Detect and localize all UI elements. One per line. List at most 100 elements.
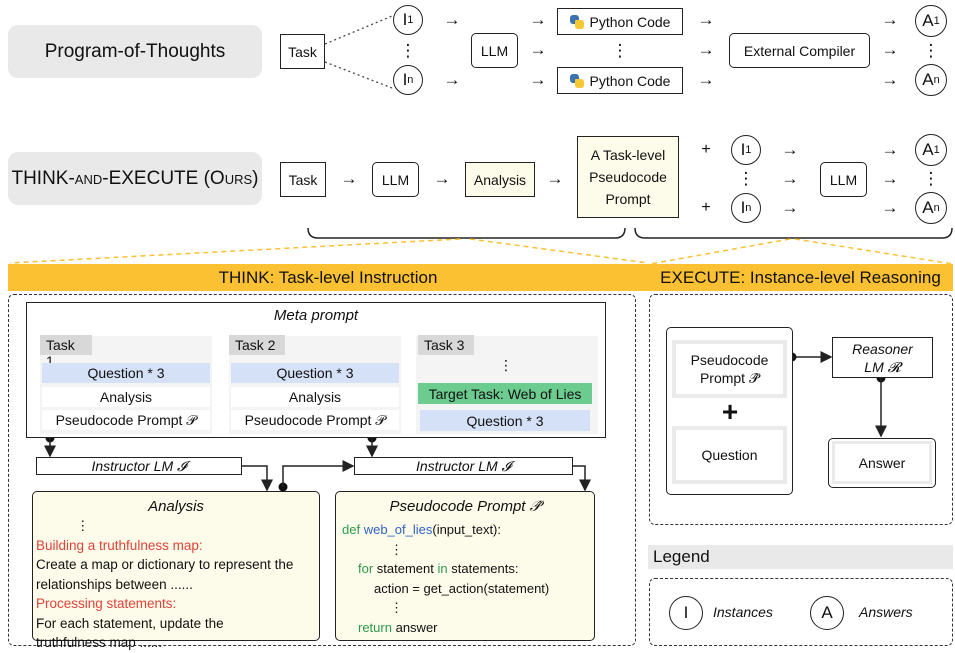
legend-instance-symbol: I — [669, 596, 703, 630]
execute-plus: + — [721, 396, 739, 427]
think-banner: THINK: Task-level Instruction — [8, 264, 648, 291]
pot-external-compiler: External Compiler — [729, 33, 870, 68]
tae-arrow-7: → — [881, 140, 899, 159]
execute-question-box: Question — [672, 426, 787, 484]
execute-pseudocode-line-1: Pseudocode — [690, 352, 769, 368]
tae-answer-n-sub: n — [933, 202, 940, 214]
pseudocode-output-title: Pseudocode Prompt 𝒫̂ — [389, 498, 541, 515]
code-line-action: action = get_action(statement) — [374, 580, 550, 596]
pot-arrow-11: → — [881, 70, 899, 89]
pot-python-code-2: Python Code — [557, 67, 683, 94]
tae-plus-1: + — [701, 141, 711, 158]
tae-arrow-9: → — [881, 198, 899, 217]
answer-outer-box: Answer — [828, 438, 936, 488]
analysis-heading-2: Processing statements: — [36, 596, 177, 611]
code-return-keyword: return — [358, 619, 392, 635]
pot-llm-box: LLM — [471, 33, 518, 68]
pot-vdots-answers: ⋮ — [922, 41, 940, 60]
pot-arrow-9: → — [881, 10, 899, 29]
execute-pseudocode-line-2: Prompt 𝒫̂ — [699, 370, 760, 386]
task-1-question: Question * 3 — [42, 363, 210, 383]
task-3-header: Task 3 — [418, 335, 474, 355]
tae-answer-n-letter: A — [922, 198, 934, 217]
tae-analysis-box: Analysis — [465, 162, 535, 197]
python-logo-icon — [569, 73, 584, 88]
pot-answer-n-letter: A — [922, 70, 934, 89]
execute-pseudocode-box: Pseudocode Prompt 𝒫̂ — [672, 340, 787, 398]
task-1-header: Task 1 — [40, 335, 92, 369]
pseudocode-output-box: Pseudocode Prompt 𝒫̂ def web_of_lies(inp… — [335, 491, 595, 641]
pseudocode-output-body: def web_of_lies(input_text): ⋮ for state… — [342, 520, 592, 637]
tae-answer-1-sub: 1 — [933, 144, 940, 156]
analysis-text-2b: truthfulness map ...... — [36, 635, 163, 650]
code-return-value: answer — [395, 619, 438, 635]
pot-arrow-4: → — [529, 40, 547, 59]
code-vdots-1: ⋮ — [390, 541, 403, 557]
pot-python-code-1-label: Python Code — [589, 13, 671, 30]
pot-vdots-instances: ⋮ — [399, 41, 417, 60]
code-vdots-2: ⋮ — [390, 600, 403, 615]
task-3-target-task: Target Task: Web of Lies — [418, 383, 592, 404]
pot-arrow-7: → — [697, 40, 715, 59]
legend-answer-label: Answers — [859, 604, 913, 620]
code-in-keyword: in — [437, 561, 448, 576]
reasoner-line-1: Reasoner — [852, 340, 913, 357]
tae-pseudocode-line-3: Prompt — [605, 191, 651, 207]
tae-arrow-1: → — [340, 169, 358, 188]
pot-instance-1-letter: I — [402, 10, 408, 29]
code-line-for: for statement in statements: — [342, 559, 592, 579]
legend-answer-symbol: A — [810, 596, 844, 630]
pot-arrow-8: → — [697, 70, 715, 89]
program-of-thoughts-label: Program-of-Thoughts — [8, 25, 262, 78]
pot-arrow-1: → — [443, 10, 461, 29]
analysis-text-2a: For each statement, update the — [36, 615, 224, 631]
execute-banner: EXECUTE: Instance-level Reasoning — [648, 264, 953, 291]
tae-arrow-8: → — [881, 169, 899, 188]
tae-llm-box-2: LLM — [820, 162, 867, 197]
pot-vdots-code: ⋮ — [611, 41, 629, 60]
legend-title: Legend — [648, 545, 953, 569]
reasoner-line-2: LM 𝓡 — [864, 358, 901, 375]
code-line-def: def web_of_lies(input_text): — [342, 520, 592, 540]
tae-arrow-4: → — [781, 140, 799, 159]
task-2-header: Task 2 — [229, 335, 285, 355]
pot-instance-n-sub: n — [407, 74, 414, 86]
analysis-heading-1: Building a truthfulness map: — [36, 537, 203, 553]
task-3-vdots: ⋮ — [499, 356, 513, 373]
execute-panel — [649, 294, 953, 525]
think-panel — [8, 294, 636, 646]
tae-pseudocode-prompt-box: A Task-level Pseudocode Prompt — [577, 136, 679, 218]
analysis-output-box: Analysis ⋮ Building a truthfulness map: … — [32, 491, 320, 650]
tae-plus-2: + — [701, 199, 711, 216]
legend-instance-label: Instances — [713, 604, 773, 620]
answer-box: Answer — [832, 441, 932, 484]
tae-instance-1-letter: I — [740, 140, 746, 159]
tae-task-box: Task — [280, 162, 326, 197]
pot-arrow-10: → — [881, 40, 899, 59]
tae-pseudocode-line-2: Pseudocode — [589, 169, 667, 185]
think-and-execute-label: THINK-and-EXECUTE (Ours) — [8, 152, 262, 205]
pot-answer-1-letter: A — [922, 11, 934, 30]
pot-arrow-3: → — [529, 10, 547, 29]
code-def-keyword: def — [342, 522, 361, 537]
meta-prompt-title: Meta prompt — [273, 307, 359, 324]
pot-instance-1-sub: 1 — [407, 14, 414, 26]
pot-instance-n-letter: I — [402, 70, 408, 89]
tae-instance-n-letter: I — [740, 198, 746, 217]
tae-answer-1-letter: A — [922, 140, 934, 159]
legend-panel — [649, 578, 953, 646]
tae-instance-n-sub: n — [745, 202, 752, 214]
code-for-iter: statements: — [451, 561, 519, 576]
pot-python-code-1: Python Code — [557, 8, 683, 35]
pot-task-box: Task — [280, 34, 325, 69]
tae-vdots-answers: ⋮ — [922, 169, 940, 188]
instructor-lm-bar-1: Instructor LM 𝓘 — [36, 457, 242, 475]
analysis-output-body: ⋮ Building a truthfulness map: Create a … — [36, 516, 316, 653]
